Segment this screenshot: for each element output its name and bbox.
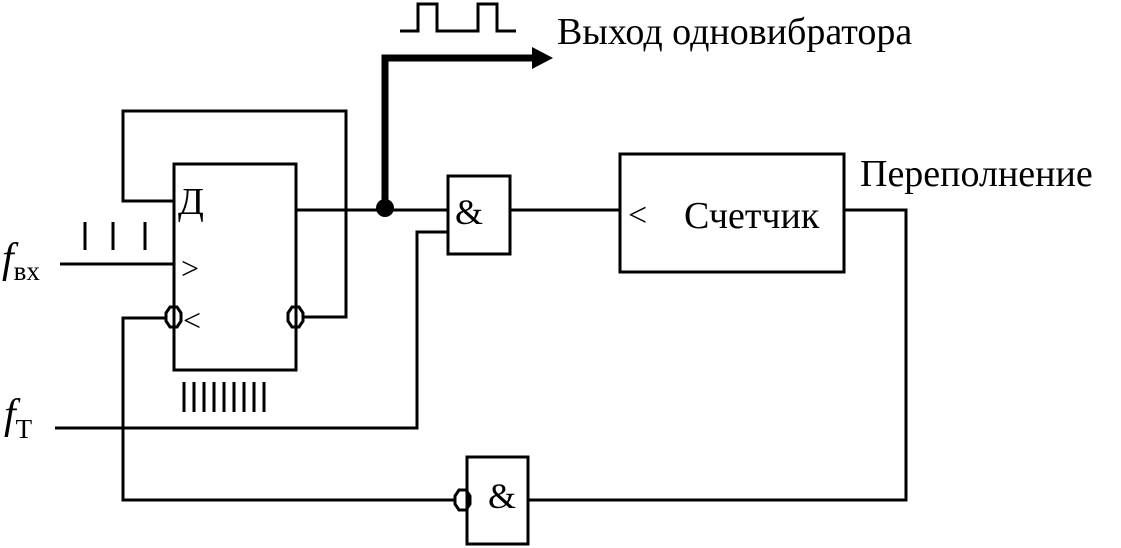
flipflop-reset-inversion-bubble [164, 305, 183, 329]
fvx-subscript: вх [14, 256, 41, 286]
counter [618, 152, 846, 274]
junction-dot [376, 199, 394, 217]
d-flipflop [172, 162, 298, 372]
and-gate-1 [446, 174, 512, 256]
flipflop-d-label: Д [178, 181, 204, 223]
and-gate-2-symbol: & [488, 476, 516, 516]
overflow-label: Переполнение [860, 153, 1093, 195]
output-arrowhead [532, 47, 553, 69]
flipflop-reset-symbol: < [183, 302, 201, 338]
overflow-wire [528, 208, 908, 502]
flipflop-feedback-wire [121, 109, 348, 319]
reset-wire [121, 316, 455, 502]
fvx-label: fвх [2, 236, 40, 286]
counter-name: Счетчик [684, 195, 820, 237]
and-gate-1-symbol: & [455, 192, 483, 232]
and-gate-2 [465, 455, 530, 546]
oneshot-output-wire [381, 54, 538, 205]
output-label: Выход одновибратора [557, 11, 912, 53]
and2-input-inversion-bubble [453, 488, 472, 512]
ft-label: fТ [4, 392, 33, 444]
ft-subscript: Т [16, 414, 33, 444]
pulse-waveform [400, 2, 516, 33]
flipflop-clock-symbol: > [181, 250, 199, 286]
counter-input-symbol: < [628, 197, 647, 234]
ft-wire [55, 230, 448, 430]
flipflop-qbar-inversion-bubble [286, 305, 305, 329]
